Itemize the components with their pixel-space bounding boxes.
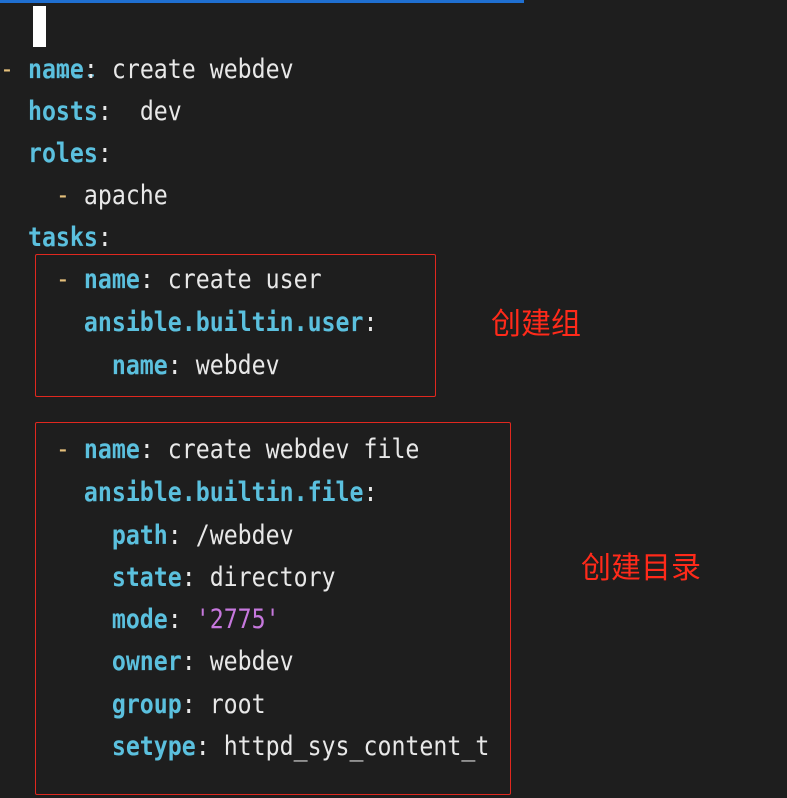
- code-line[interactable]: roles:: [0, 133, 112, 175]
- yaml-colon: :: [167, 604, 196, 635]
- yaml-value: directory: [209, 562, 336, 593]
- line-indent: [0, 180, 56, 211]
- yaml-value: dev: [139, 96, 182, 127]
- code-line[interactable]: - name: create webdev file: [0, 429, 419, 471]
- yaml-colon: :: [83, 54, 112, 85]
- yaml-value: /webdev: [195, 520, 294, 551]
- text-cursor: [33, 6, 46, 47]
- yaml-value: '2775': [195, 604, 280, 635]
- yaml-key: mode: [111, 604, 168, 635]
- yaml-colon: :: [181, 646, 210, 677]
- yaml-colon: :: [363, 477, 378, 508]
- yaml-key: hosts: [27, 96, 98, 127]
- highlight-box-create-file: [35, 422, 511, 795]
- yaml-colon: :: [139, 434, 168, 465]
- yaml-value: webdev: [209, 646, 294, 677]
- code-line[interactable]: tasks:: [0, 217, 112, 259]
- code-line[interactable]: state: directory: [0, 557, 336, 599]
- yaml-key: group: [111, 689, 182, 720]
- yaml-colon: :: [97, 96, 140, 127]
- code-line[interactable]: mode: '2775': [0, 599, 280, 641]
- yaml-colon: :: [181, 562, 210, 593]
- yaml-colon: :: [167, 350, 196, 381]
- yaml-colon: :: [363, 307, 378, 338]
- yaml-key: roles: [27, 138, 98, 169]
- yaml-value: webdev: [195, 350, 280, 381]
- yaml-key: path: [111, 520, 168, 551]
- line-indent: [0, 96, 28, 127]
- highlight-box-create-user: [35, 254, 436, 397]
- yaml-key: setype: [111, 731, 196, 762]
- annotation-create-group: 创建组: [491, 307, 581, 342]
- yaml-value: httpd_sys_content_t: [223, 731, 490, 762]
- code-line[interactable]: - name: create user: [0, 259, 322, 301]
- yaml-colon: :: [97, 138, 112, 169]
- list-dash: -: [55, 264, 84, 295]
- yaml-colon: :: [181, 689, 210, 720]
- code-line[interactable]: ansible.builtin.file:: [0, 472, 378, 514]
- yaml-key: tasks: [27, 222, 98, 253]
- yaml-key: name: [83, 264, 140, 295]
- yaml-colon: :: [139, 264, 168, 295]
- yaml-key: state: [111, 562, 182, 593]
- code-line-doc-start[interactable]: ---: [0, 12, 98, 90]
- yaml-key: ansible.builtin.file: [83, 477, 364, 508]
- list-dash: -: [0, 54, 28, 85]
- code-line[interactable]: - apache: [0, 175, 168, 217]
- yaml-colon: :: [195, 731, 224, 762]
- yaml-key: name: [27, 54, 84, 85]
- yaml-value: create webdev: [111, 54, 294, 85]
- code-line[interactable]: name: webdev: [0, 345, 280, 387]
- code-line[interactable]: ansible.builtin.user:: [0, 302, 378, 344]
- yaml-value: create webdev file: [167, 434, 420, 465]
- annotation-create-directory: 创建目录: [581, 551, 701, 586]
- yaml-value: apache: [83, 180, 168, 211]
- yaml-key: owner: [111, 646, 182, 677]
- list-dash: -: [55, 180, 84, 211]
- line-indent: [0, 138, 28, 169]
- code-line[interactable]: hosts: dev: [0, 91, 182, 133]
- yaml-key: name: [111, 350, 168, 381]
- yaml-key: name: [83, 434, 140, 465]
- yaml-value: root: [209, 689, 266, 720]
- yaml-document-start: ---: [55, 59, 98, 90]
- line-indent: [0, 222, 28, 253]
- yaml-key: ansible.builtin.user: [83, 307, 364, 338]
- code-line[interactable]: path: /webdev: [0, 515, 294, 557]
- yaml-colon: :: [97, 222, 112, 253]
- editor-tab-indicator: [0, 0, 524, 3]
- yaml-colon: :: [167, 520, 196, 551]
- yaml-value: create user: [167, 264, 322, 295]
- code-line[interactable]: group: root: [0, 684, 266, 726]
- list-dash: -: [55, 434, 84, 465]
- code-line[interactable]: setype: httpd_sys_content_t: [0, 726, 489, 768]
- code-line[interactable]: - name: create webdev: [0, 49, 294, 91]
- code-line[interactable]: owner: webdev: [0, 641, 294, 683]
